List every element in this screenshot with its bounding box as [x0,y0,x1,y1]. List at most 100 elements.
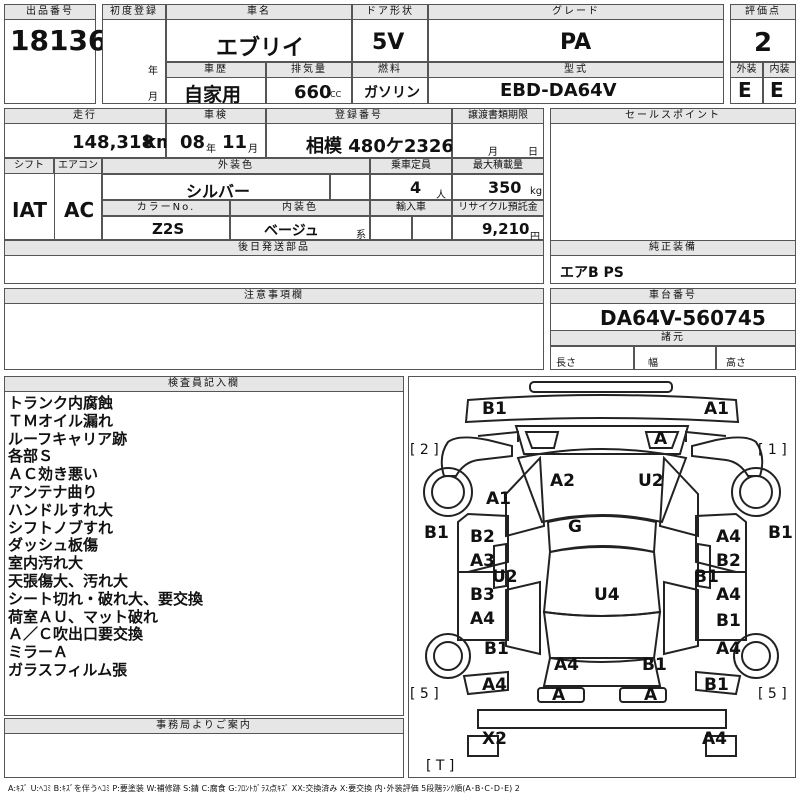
model-code: EBD-DA64V [500,80,617,101]
fuel-header: 燃料 [352,62,428,78]
grade-header: グレード [428,4,724,20]
inspection-year: 08 [180,132,206,153]
damage-code: A4 [702,729,727,749]
damage-code: U2 [492,567,518,587]
inspection-year-unit: 年 [206,144,216,155]
damage-code: B1 [768,523,793,543]
inspector-note: ダッシュ板傷 [8,536,99,555]
inspection-month-unit: 月 [248,144,258,155]
damage-code: A3 [470,551,495,571]
damage-code: [ 2 ] [410,442,439,458]
displacement-header: 排気量 [266,62,352,78]
int-color-suffix: 系 [356,230,366,241]
ext-color: シルバー [186,182,251,201]
car-name-header: 車名 [166,4,352,20]
damage-code: B1 [704,675,729,695]
capacity: 4 [410,178,422,197]
damage-code: B1 [482,399,507,419]
damage-code: [ T ] [426,758,454,774]
damage-code: A4 [716,585,741,605]
transfer-month-unit: 月 [488,147,498,158]
max-load-unit: kg [530,186,543,197]
legend: A:ｷｽﾞ U:ﾍｺﾐ B:ｷｽﾞを伴うﾍｺﾐ P:要塗装 W:補修跡 S:錆 … [8,784,520,793]
car-name: エブリイ [216,36,305,61]
damage-code: B2 [470,527,495,547]
damage-code: A [552,685,566,705]
inspector-note: ＴＭオイル漏れ [8,411,114,430]
damage-code: B2 [716,551,741,571]
capacity-unit: 人 [436,190,446,201]
sales-point-header: セールスポイント [550,108,796,124]
transfer-header: 譲渡書類期限 [452,108,544,124]
model-header: 型式 [428,62,724,78]
inspector-note: 天張傷大、汚れ大 [8,572,129,590]
displacement-unit: CC [330,90,342,99]
inspector-note: トランク内腐蝕 [8,394,114,412]
inspector-note: Ａ／Ｃ吹出口要交換 [8,625,144,644]
interior-header: 内装 [763,62,796,78]
genuine-equip: エアB PS [560,265,624,281]
ext-color-header: 外装色 [102,158,370,174]
damage-code: A [654,429,668,449]
displacement: 660 [294,82,332,103]
damage-code: A [644,685,658,705]
inspector-note: シート切れ・破れ大、要交換 [8,589,204,608]
genuine-equip-header: 純正装備 [550,240,796,256]
door-type: 5V [372,30,405,55]
damage-code: U4 [594,585,620,605]
recycle-header: リサイクル預託金 [452,200,544,216]
damage-code: B1 [642,655,667,675]
inspector-note: ガラスフィルム張 [8,661,128,679]
damage-code: B1 [424,523,449,543]
damage-code: B1 [484,639,509,659]
recycle-fee: 9,210 [482,220,530,238]
damage-code: A4 [482,675,507,695]
damage-code: [ 5 ] [758,686,787,702]
damage-code: A4 [716,527,741,547]
damage-code: G [568,517,582,537]
grade: PA [560,30,592,55]
first-reg-month-unit: 月 [148,92,158,103]
shift-header: シフト [4,158,54,174]
color-no-header: カラーNo. [102,200,230,216]
damage-code: U2 [638,471,664,491]
damage-code: X2 [482,729,507,749]
color-no: Z2S [152,220,185,238]
max-load-header: 最大積載量 [452,158,544,174]
office-notes-header: 事務局よりご案内 [4,718,404,734]
damage-code: B3 [470,585,495,605]
inspector-note: 荷室ＡＵ、マット破れ [8,607,159,626]
history-header: 車歴 [166,62,266,78]
recycle-unit: 円 [530,232,540,243]
damage-code: [ 1 ] [758,442,787,458]
length-label: 長さ [556,358,576,369]
damage-code: [ 5 ] [410,686,439,702]
transfer-day-unit: 日 [528,147,538,158]
door-header: ドア形状 [352,4,428,20]
interior-grade: E [770,78,784,102]
damage-code: A2 [550,471,575,491]
exterior-header: 外装 [730,62,763,78]
mileage-header: 走行 [4,108,166,124]
notes-header: 注意事項欄 [4,288,544,304]
specs-header: 諸元 [550,330,796,346]
int-color: ベージュ [264,223,319,239]
damage-code: A1 [704,399,729,419]
int-color-header: 内装色 [230,200,370,216]
height-label: 高さ [726,358,746,369]
reg-no: 相模 480ケ2326 [306,136,454,157]
inspector-note: 室内汚れ大 [8,554,84,573]
lot-no: 18136 [10,24,108,57]
inspector-note: 各部Ｓ [8,447,54,466]
inspector-notes-header: 検査員記入欄 [4,376,404,392]
max-load: 350 [488,178,522,197]
import-header: 輸入車 [370,200,452,216]
inspector-note: シフトノブすれ [8,518,114,537]
first-reg-header: 初度登録 [102,4,166,20]
chassis-no: DA64V-560745 [600,306,766,330]
inspector-note: ミラーＡ [8,643,69,662]
score-header: 評価点 [730,4,796,20]
first-reg-year-unit: 年 [148,66,158,77]
damage-code: A4 [554,655,579,675]
